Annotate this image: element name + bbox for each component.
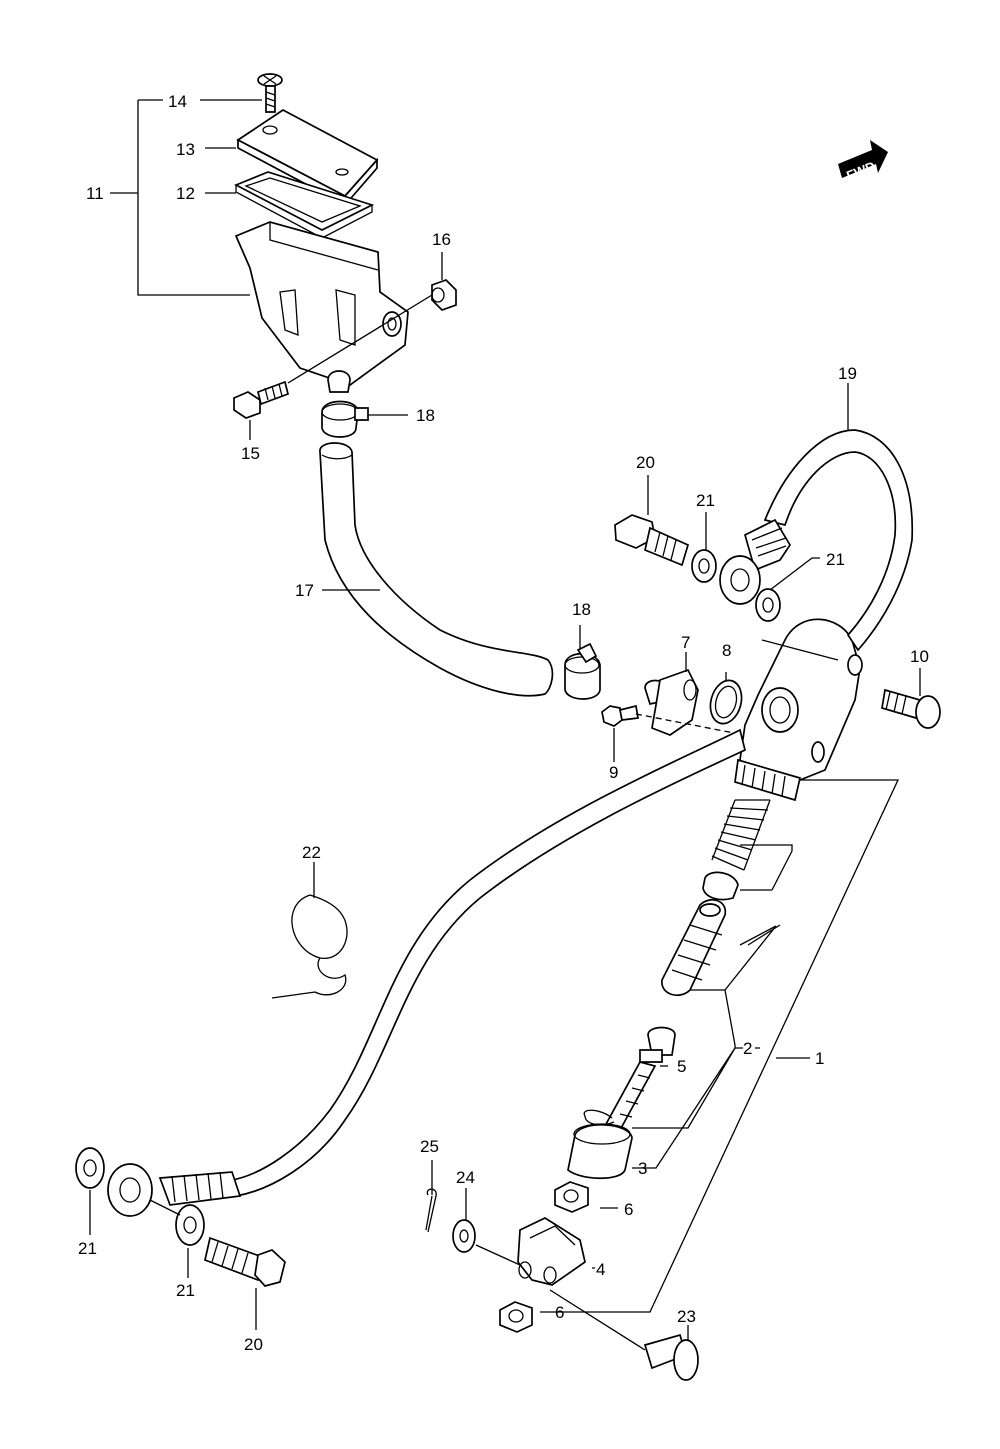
callout-6-lower: 6	[555, 1303, 564, 1322]
callout-15: 15	[241, 444, 260, 463]
callout-24: 24	[456, 1168, 475, 1187]
hose-connector-7	[644, 668, 699, 736]
clevis-4	[517, 1217, 586, 1286]
callout-18-upper: 18	[416, 406, 435, 425]
callout-12: 12	[176, 184, 195, 203]
callout-8: 8	[722, 641, 731, 660]
callout-13: 13	[176, 140, 195, 159]
callout-16: 16	[432, 230, 451, 249]
spring	[711, 799, 771, 871]
master-cylinder-body	[734, 618, 863, 802]
nut-16	[431, 279, 457, 311]
callout-3: 3	[638, 1159, 647, 1178]
washer-21-lower-a	[75, 1147, 105, 1189]
clevis-pin-23	[643, 1333, 699, 1381]
hose-retainer-clip-22	[271, 894, 348, 999]
brake-hose-lower	[230, 728, 746, 1197]
push-rod	[603, 1026, 676, 1131]
callout-21-upper-b: 21	[826, 550, 845, 569]
callout-20-lower: 20	[244, 1335, 263, 1354]
hose-clamp-upper	[321, 400, 369, 438]
bolt-20-lower	[204, 1236, 286, 1287]
bolt-10	[881, 688, 941, 729]
callout-4: 4	[596, 1260, 605, 1279]
callout-6-upper: 6	[624, 1200, 633, 1219]
callout-19: 19	[838, 364, 857, 383]
callout-5: 5	[677, 1057, 686, 1076]
callout-10: 10	[910, 647, 929, 666]
reservoir-diaphragm	[233, 171, 375, 239]
banjo-fitting-lower	[107, 1163, 242, 1217]
callout-21-upper-a: 21	[696, 491, 715, 510]
fwd-arrow-icon: FWD	[838, 140, 888, 183]
nut-6-upper	[554, 1181, 589, 1213]
washer-21-upper-b	[755, 588, 781, 622]
callout-20-upper: 20	[636, 453, 655, 472]
banjo-fitting-upper	[719, 518, 792, 605]
screw-9	[601, 704, 639, 727]
brake-hose-upper	[763, 429, 914, 652]
o-ring-8	[709, 679, 743, 725]
callout-14: 14	[168, 92, 187, 111]
reservoir-screw	[257, 73, 283, 113]
callout-labels: 14 13 11 12 16 15 18 17 18 7 8 9 20 21 2…	[78, 92, 929, 1354]
callout-23: 23	[677, 1307, 696, 1326]
callout-21-lower-b: 21	[176, 1281, 195, 1300]
callout-9: 9	[609, 763, 618, 782]
washer-21-lower-b	[175, 1204, 205, 1246]
nut-6-lower	[499, 1301, 533, 1333]
callout-25: 25	[420, 1137, 439, 1156]
washer-21-upper-a	[691, 549, 717, 583]
washer-24	[452, 1219, 476, 1253]
bolt-20-upper	[614, 514, 690, 567]
hose-clamp-lower	[564, 642, 601, 700]
callout-11: 11	[86, 184, 104, 203]
cotter-pin-25	[425, 1188, 437, 1233]
callout-18-lower: 18	[572, 600, 591, 619]
callout-7: 7	[681, 633, 690, 652]
piston	[661, 898, 727, 997]
callout-1: 1	[815, 1049, 824, 1068]
callout-21-lower-a: 21	[78, 1239, 97, 1258]
reservoir-hose	[319, 442, 554, 697]
bolt-15	[233, 380, 290, 419]
callout-2: 2	[743, 1039, 752, 1058]
reservoir-body	[234, 221, 409, 393]
callout-17: 17	[295, 581, 314, 600]
leader-lines	[89, 99, 921, 1340]
callout-22: 22	[302, 843, 321, 862]
piston-cup	[702, 871, 739, 901]
boot-3	[567, 1123, 633, 1180]
